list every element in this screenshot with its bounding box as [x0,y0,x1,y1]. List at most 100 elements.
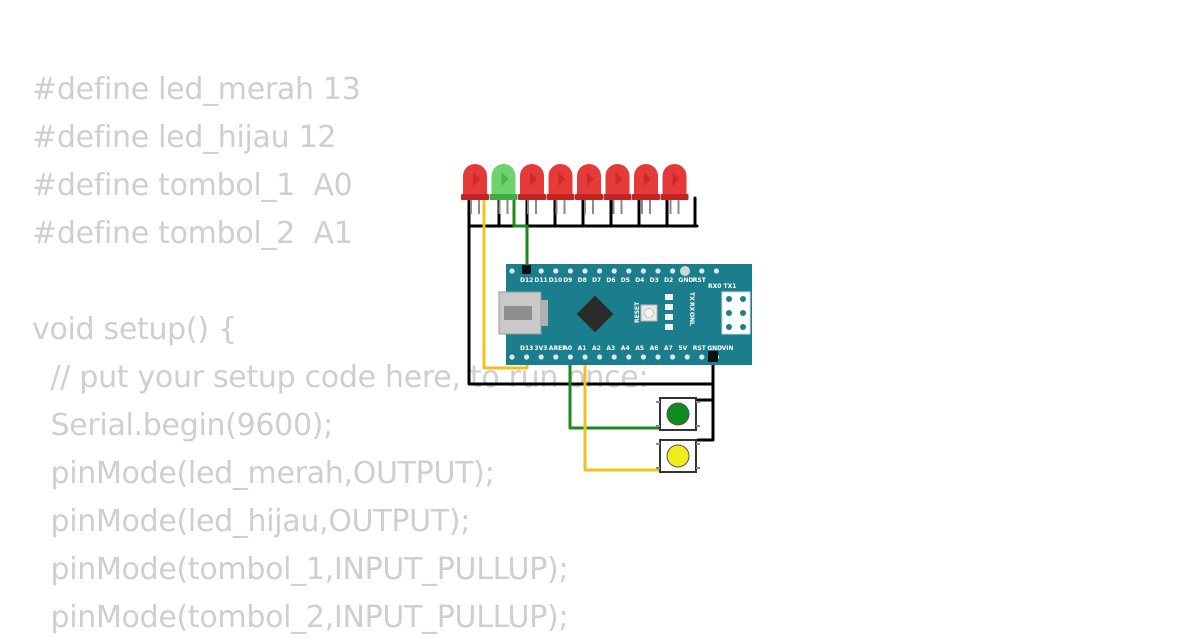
gnd-wire-main [467,224,715,386]
led-red [603,164,632,214]
icsp-pin [740,296,746,302]
header-pin [626,354,632,360]
led-die [644,172,651,186]
header-pin [640,268,647,274]
pin-label-bottom: A5 [635,345,644,352]
header-pin [582,268,588,274]
header-pin [655,354,661,360]
pin-label-top: D7 [592,277,601,284]
led-red [461,164,489,214]
reset-button-cap [644,308,654,318]
led-red [546,164,575,214]
status-led-label: RX [688,302,695,312]
code-line: void setup() { [32,312,237,347]
pin-label-top: D4 [635,277,644,284]
microcontroller-chip [576,295,614,333]
led-rim [632,194,660,200]
header-pin [670,268,676,274]
pin-label-bottom: 3V3 [534,345,547,352]
wires [467,196,715,472]
pin-label-top: D12 [520,277,533,284]
header-pin [567,268,574,274]
push-button-1 [656,397,700,431]
header-pin [582,354,588,360]
header-pin [626,268,632,274]
led-die [587,172,594,186]
icsp-pin [740,310,746,316]
led-row [461,164,689,214]
led-die [501,172,509,186]
pin-label-top: RST [693,277,707,284]
led-die [473,172,480,186]
code-line: #define led_hijau 12 [32,120,337,155]
pin-label-bottom: A6 [650,345,659,352]
led-rim [575,194,603,200]
header-pin [538,354,544,360]
code-line: #define led_merah 13 [32,72,361,107]
pin-label-top: D6 [606,277,615,284]
led-rim [546,194,575,200]
header-pin [597,268,603,274]
header-pin [597,354,603,360]
code-editor-text: #define led_merah 13 #define led_hijau 12… [32,66,649,642]
button-cap [666,444,690,468]
pin-label-top: D8 [578,277,587,284]
header-pin [509,268,515,274]
pin-label-bottom: A7 [664,345,673,352]
pin-label-top: D3 [650,277,659,284]
led-rim [660,194,689,200]
header-pin [670,354,676,360]
led-red [632,164,660,214]
led-die [558,172,566,186]
green-wire-a0-button [568,350,664,430]
led-red [660,164,689,214]
pin-label-bottom: A1 [578,345,587,352]
header-pin [611,268,617,274]
led-rim [518,194,546,200]
icsp-pin [740,324,746,330]
led-die [530,172,537,186]
led-rim [461,194,489,200]
header-pin [538,268,544,274]
code-line: pinMode(tombol_1,INPUT_PULLUP); [32,552,569,587]
led-red [575,164,603,214]
pin-label-bottom: D13 [520,345,533,352]
header-pin [640,354,647,360]
gnd-wire-button-2 [696,382,715,442]
pin-label-bottom: A0 [563,345,572,352]
header-pin [509,354,515,360]
header-pin [699,268,705,274]
usb-port [504,306,532,320]
status-led [665,294,673,300]
pin-label-bottom: VIN [722,345,734,352]
code-line: pinMode(tombol_2,INPUT_PULLUP); [32,600,569,635]
status-led [665,314,673,320]
pin-label-top: D9 [563,277,572,284]
pin-label-top: D5 [621,277,630,284]
code-line: #define tombol_1 A0 [32,168,353,203]
pin-label-top: D11 [534,277,547,284]
code-line: #define tombol_2 A1 [32,216,353,251]
reset-label: RESET [634,301,641,323]
status-led [665,304,673,310]
header-pin [553,354,559,360]
green-wire-led-d12 [512,198,529,270]
header-pin [655,268,661,274]
header-pin [611,354,617,360]
d12-pin-connector [522,265,531,274]
code-line: pinMode(led_hijau,OUTPUT); [32,504,471,539]
code-line: Serial.begin(9600); [32,408,333,443]
pin-label-top: D2 [664,277,673,284]
status-led-label: TX [688,292,695,301]
usb-shell [540,300,548,326]
icsp-pin [726,324,732,330]
pin-label-bottom: A2 [592,345,601,352]
pin-label-top: D10 [549,277,562,284]
header-pin [713,268,720,274]
button-cap [666,402,690,426]
pin-label-bottom: 5V [678,345,687,352]
led-rim [603,194,632,200]
serial-label: RX0 TX1 [708,283,736,290]
